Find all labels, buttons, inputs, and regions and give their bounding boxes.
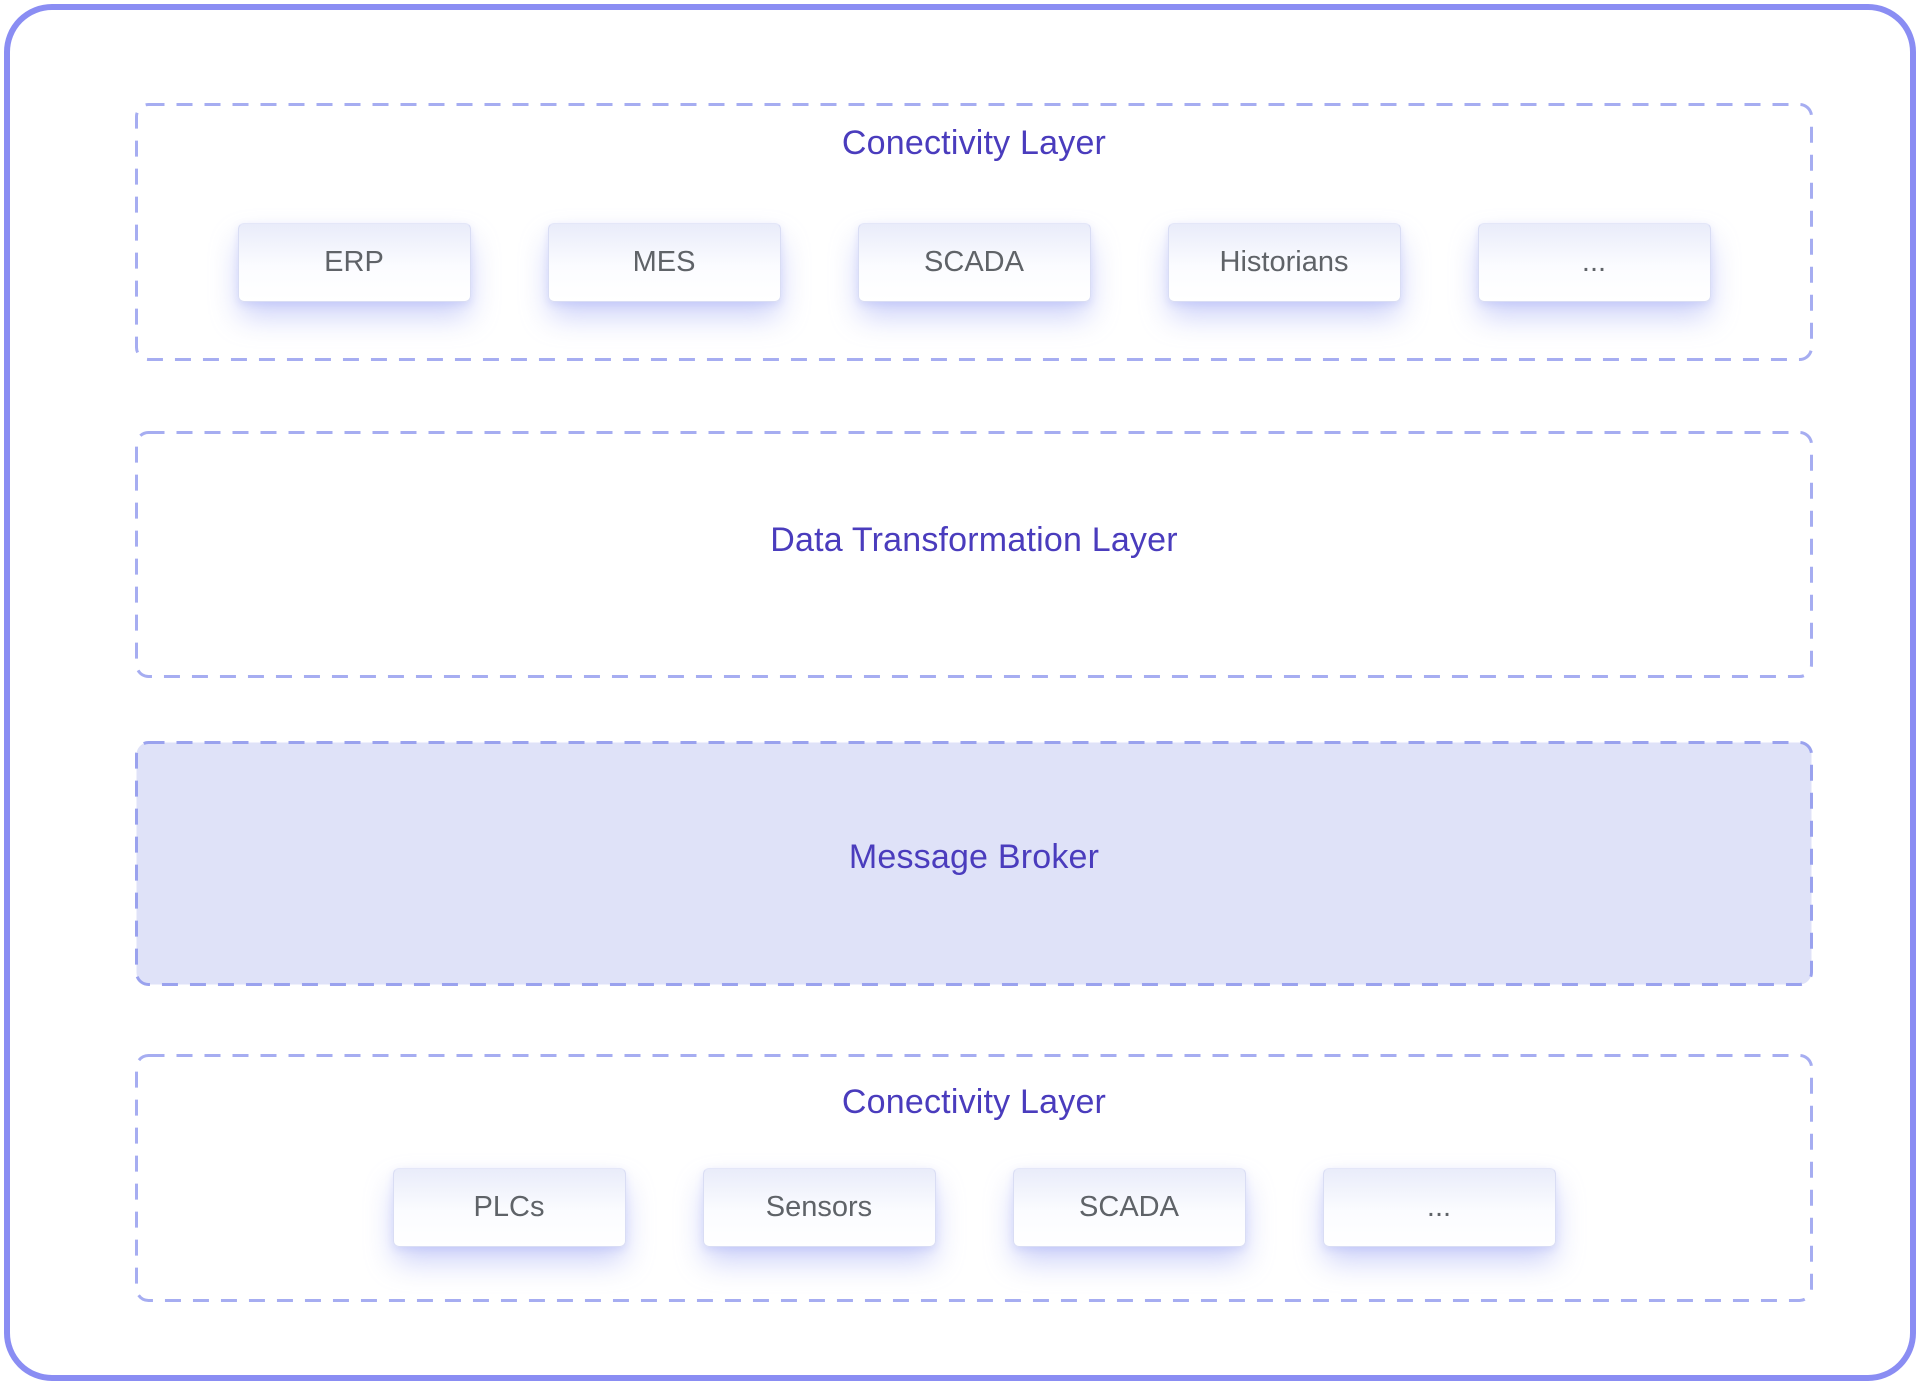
item-box-label: SCADA: [1079, 1191, 1179, 1223]
layer-title: Message Broker: [848, 838, 1100, 876]
dashed-border: [135, 741, 1813, 986]
item-box-label: Historians: [1219, 246, 1349, 278]
item-box-label: ERP: [324, 246, 384, 278]
dashed-border: [135, 1054, 1813, 1302]
layer-title: Data Transformation Layer: [770, 521, 1178, 559]
item-box-scada-top: SCADA: [857, 223, 1091, 302]
diagram-outer-frame: Conectivity Layer ERP MES SCADA Historia…: [4, 4, 1916, 1381]
item-box-historians: Historians: [1167, 223, 1401, 302]
message-broker-layer: Message Broker: [135, 741, 1813, 986]
item-box-label: ...: [1426, 1191, 1452, 1223]
item-box-more-top: ...: [1477, 223, 1711, 302]
data-transformation-layer: Data Transformation Layer: [135, 431, 1813, 678]
item-box-label: PLCs: [473, 1191, 545, 1223]
layer-title: Conectivity Layer: [841, 1083, 1107, 1121]
item-box-scada-bottom: SCADA: [1012, 1168, 1246, 1247]
item-box-more-bottom: ...: [1322, 1168, 1556, 1247]
dashed-border: [135, 103, 1813, 361]
item-box-label: ...: [1581, 246, 1607, 278]
item-box-erp: ERP: [237, 223, 471, 302]
connectivity-layer-bottom: Conectivity Layer PLCs Sensors SCADA ...: [135, 1054, 1813, 1302]
device-box-row: PLCs Sensors SCADA ...: [135, 1168, 1813, 1247]
item-box-mes: MES: [547, 223, 781, 302]
layer-title: Conectivity Layer: [841, 124, 1107, 162]
item-box-label: SCADA: [924, 246, 1024, 278]
source-box-row: ERP MES SCADA Historians ...: [135, 223, 1813, 302]
connectivity-layer-top: Conectivity Layer ERP MES SCADA Historia…: [135, 103, 1813, 361]
item-box-label: Sensors: [765, 1191, 873, 1223]
dashed-border: [135, 431, 1813, 678]
item-box-label: MES: [632, 246, 696, 278]
item-box-sensors: Sensors: [702, 1168, 936, 1247]
item-box-plcs: PLCs: [392, 1168, 626, 1247]
